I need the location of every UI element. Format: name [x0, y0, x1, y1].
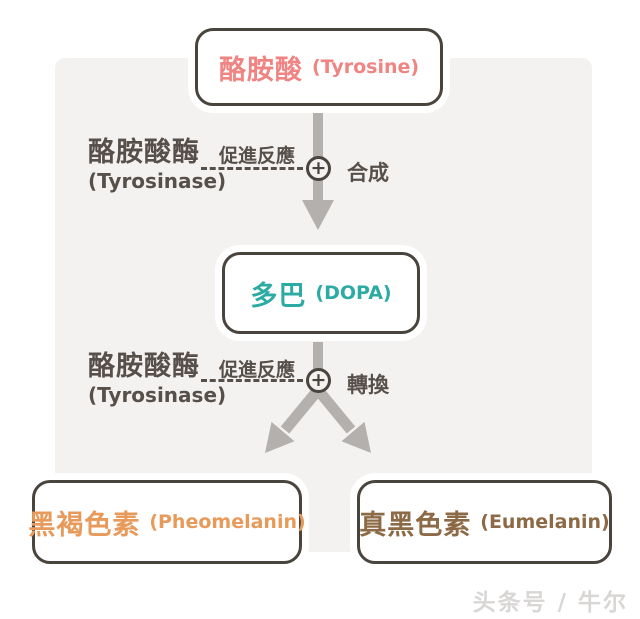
action-label-1: 合成	[347, 161, 389, 185]
node-pheomelanin-label-en: (Pheomelanin)	[149, 511, 306, 533]
node-pheomelanin: 黑褐色素 (Pheomelanin)	[28, 480, 306, 564]
promote-label-1: 促進反應	[218, 145, 295, 167]
plus-circle-icon-1: +	[306, 156, 331, 181]
node-eumelanin-label-en: (Eumelanin)	[480, 511, 610, 533]
node-eumelanin-label-zh: 真黑色素	[359, 509, 472, 541]
enzyme-label-2-zh: 酪胺酸酶	[88, 351, 200, 382]
dashed-line-2	[201, 379, 303, 382]
enzyme-label-1: 酪胺酸酶 (Tyrosinase)	[88, 138, 226, 192]
enzyme-label-2: 酪胺酸酶 (Tyrosinase)	[88, 352, 226, 406]
watermark: 头条号 / 牛尔	[472, 590, 628, 616]
node-dopa-label-zh: 多巴	[250, 280, 307, 312]
node-dopa: 多巴 (DOPA)	[222, 252, 420, 334]
node-tyrosine: 酪胺酸 (Tyrosine)	[195, 28, 443, 106]
node-eumelanin: 真黑色素 (Eumelanin)	[357, 480, 612, 564]
action-label-2: 轉換	[347, 373, 389, 397]
node-tyrosine-label-en: (Tyrosine)	[311, 56, 420, 78]
enzyme-label-1-zh: 酪胺酸酶	[88, 137, 200, 168]
node-dopa-label-en: (DOPA)	[315, 282, 392, 304]
enzyme-label-2-en: (Tyrosinase)	[88, 382, 227, 407]
node-tyrosine-label-zh: 酪胺酸	[218, 54, 303, 86]
plus-circle-icon-2: +	[306, 368, 331, 393]
dashed-line-1	[201, 167, 303, 170]
node-pheomelanin-label-zh: 黑褐色素	[28, 509, 141, 541]
promote-label-2: 促進反應	[218, 359, 295, 381]
enzyme-label-1-en: (Tyrosinase)	[88, 168, 227, 193]
